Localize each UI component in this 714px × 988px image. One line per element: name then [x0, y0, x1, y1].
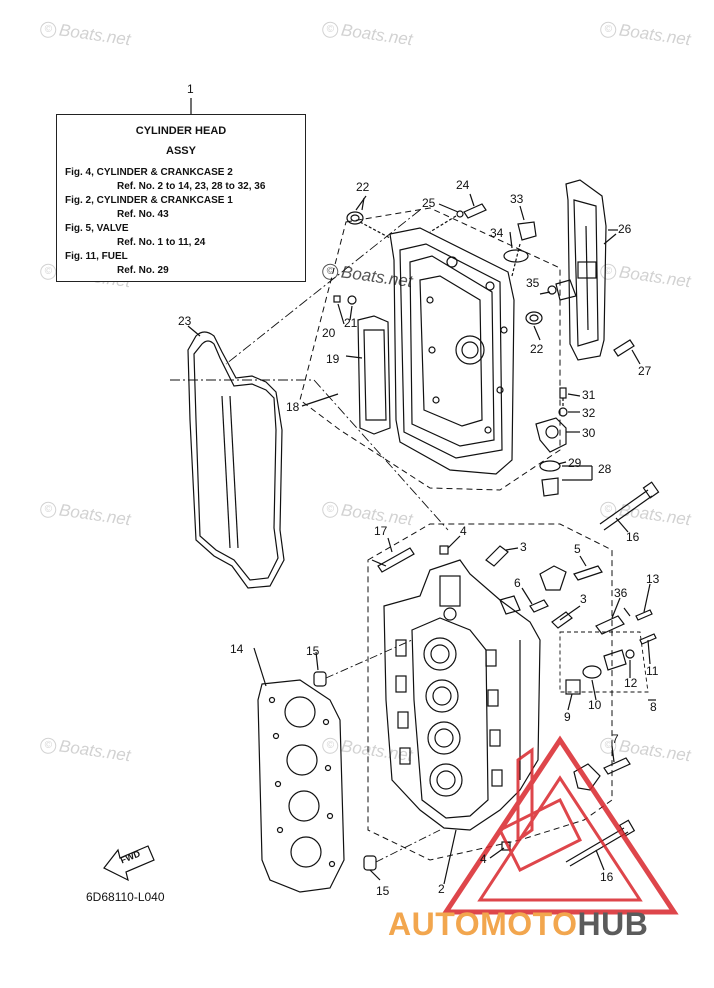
title-box-line: Fig. 4, CYLINDER & CRANKCASE 2 [65, 167, 233, 178]
callout-18: 18 [286, 400, 300, 414]
callout-28: 28 [598, 462, 612, 476]
callout-31: 31 [582, 388, 596, 402]
callout-5: 5 [574, 542, 581, 556]
title-box-line: Ref. No. 29 [117, 265, 169, 276]
callout-16: 16 [626, 530, 640, 544]
callout-6: 6 [514, 576, 521, 590]
callout-21: 21 [344, 316, 358, 330]
callout-1: 1 [187, 82, 194, 96]
callout-22: 22 [356, 180, 370, 194]
callout-17: 17 [374, 524, 388, 538]
callout-4: 4 [480, 852, 487, 866]
callout-10: 10 [588, 698, 602, 712]
callout-8: 8 [650, 700, 657, 714]
callout-15: 15 [376, 884, 390, 898]
title-box-line: Ref. No. 1 to 11, 24 [117, 237, 206, 248]
callout-22: 22 [530, 342, 544, 356]
callout-3: 3 [520, 540, 527, 554]
callout-16: 16 [600, 870, 614, 884]
callout-2: 2 [438, 882, 445, 896]
callout-34: 34 [490, 226, 504, 240]
title-box-line: Ref. No. 2 to 14, 23, 28 to 32, 36 [117, 181, 266, 192]
callout-14: 14 [230, 642, 244, 656]
callout-33: 33 [510, 192, 524, 206]
callout-26: 26 [618, 222, 632, 236]
callout-19: 19 [326, 352, 340, 366]
callout-3: 3 [580, 592, 587, 606]
callout-23: 23 [178, 314, 192, 328]
title-box-line: Fig. 2, CYLINDER & CRANKCASE 1 [65, 195, 233, 206]
callout-4: 4 [460, 524, 467, 538]
callout-7: 7 [612, 732, 619, 746]
callout-32: 32 [582, 406, 596, 420]
callout-15: 15 [306, 644, 320, 658]
callout-29: 29 [568, 456, 582, 470]
callout-27: 27 [638, 364, 652, 378]
title-box-line: Fig. 11, FUEL [65, 251, 128, 262]
callout-30: 30 [582, 426, 596, 440]
title-box-title: CYLINDER HEAD [135, 125, 227, 137]
callout-11: 11 [646, 664, 659, 678]
callout-20: 20 [322, 326, 336, 340]
automotohub-logo: AUTOMOTOHUB [388, 906, 648, 943]
callout-35: 35 [526, 276, 540, 290]
callout-24: 24 [456, 178, 470, 192]
callout-9: 9 [564, 710, 571, 724]
title-box-subtitle: ASSY [166, 145, 196, 157]
callout-13: 13 [646, 572, 660, 586]
logo-text-part1: AUTOMOTO [388, 906, 578, 942]
title-box-line: Ref. No. 43 [117, 209, 169, 220]
logo-text-part2: HUB [577, 906, 649, 942]
title-box: CYLINDER HEAD ASSY Fig. 4, CYLINDER & CR… [56, 114, 306, 282]
drawing-code: 6D68110-L040 [86, 890, 165, 904]
title-box-line: Fig. 5, VALVE [65, 223, 129, 234]
callout-36: 36 [614, 586, 628, 600]
callout-12: 12 [624, 676, 638, 690]
callout-25: 25 [422, 196, 436, 210]
